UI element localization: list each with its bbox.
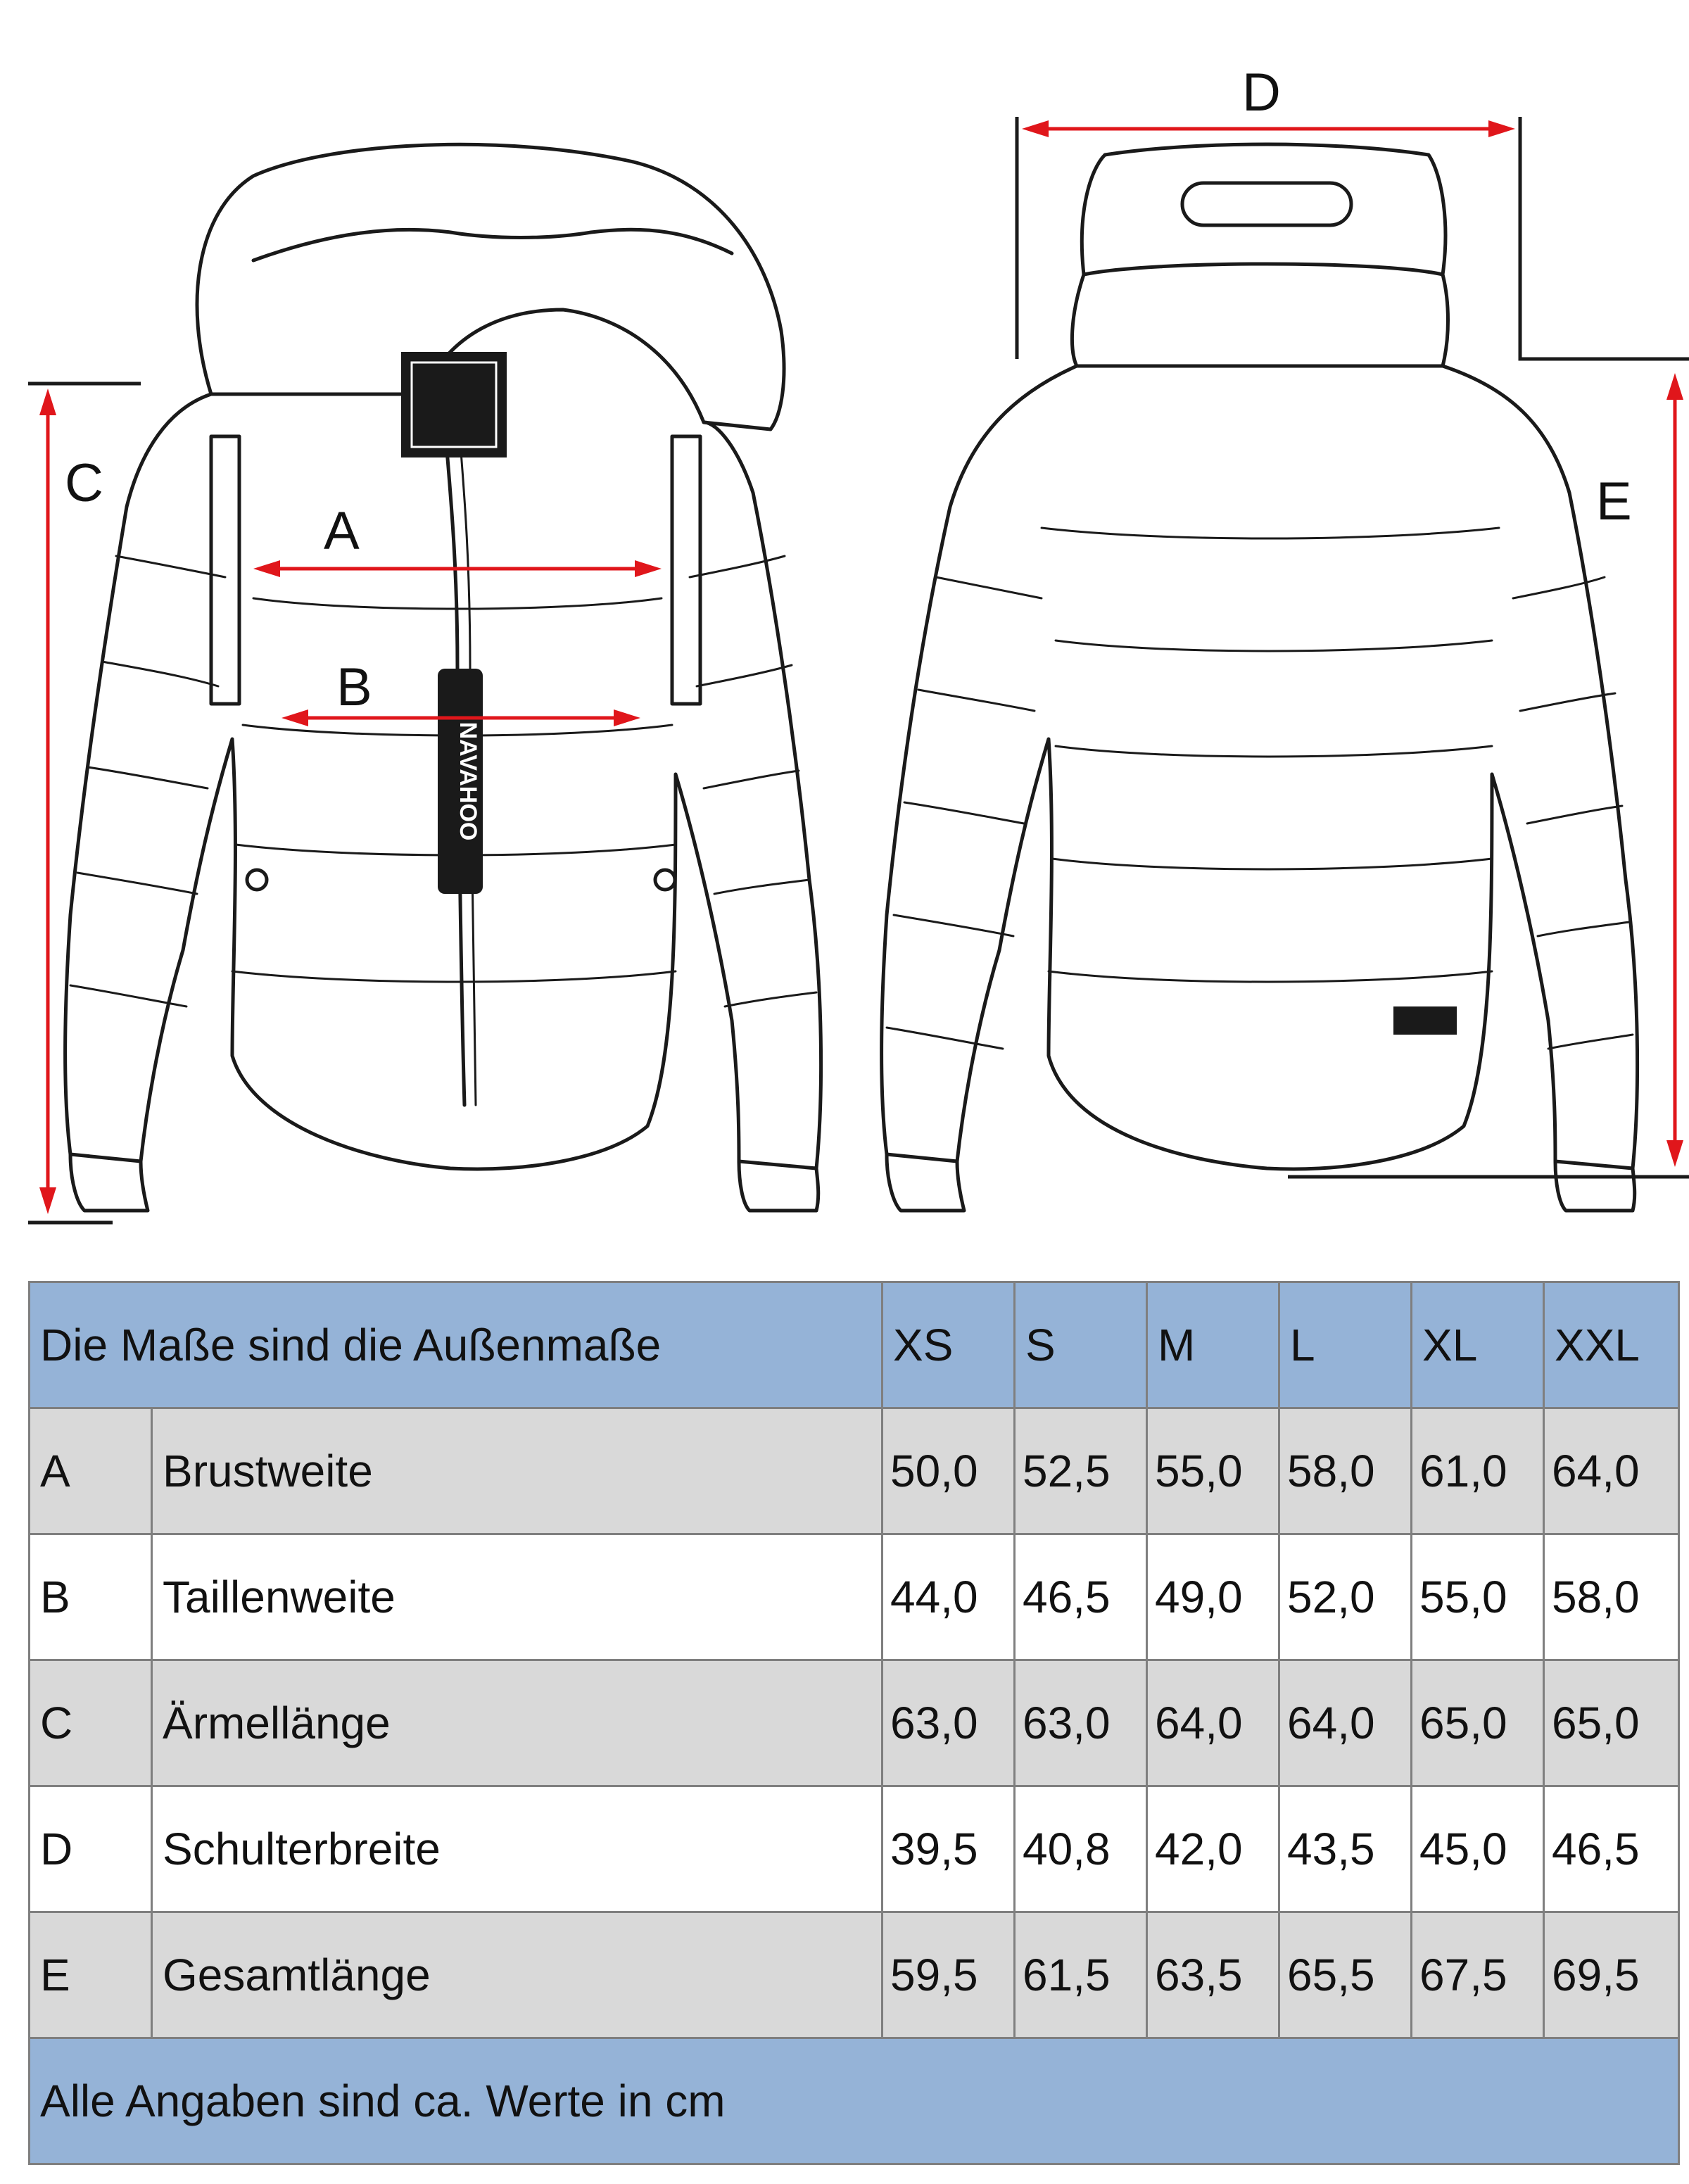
- row-value: 65,0: [1543, 1659, 1680, 1787]
- row-value: 52,5: [1013, 1407, 1148, 1535]
- size-header-m: M: [1146, 1281, 1280, 1409]
- table-row: E Gesamtlänge 59,5 61,5 63,5 65,5 67,5 6…: [28, 1911, 1680, 2039]
- size-header-xxl: XXL: [1543, 1281, 1680, 1409]
- label-e: E: [1596, 472, 1632, 531]
- row-name: Schulterbreite: [151, 1785, 883, 1913]
- right-snap-button-icon: [653, 868, 677, 892]
- label-b: B: [336, 657, 372, 717]
- row-code: D: [28, 1785, 153, 1913]
- label-d: D: [1242, 63, 1281, 122]
- table-footer-row: Alle Angaben sind ca. Werte in cm: [28, 2037, 1680, 2165]
- label-a: A: [324, 501, 360, 561]
- row-value: 65,5: [1278, 1911, 1412, 2039]
- jacket-back-view: [880, 142, 1640, 1213]
- size-header-xl: XL: [1410, 1281, 1545, 1409]
- row-value: 55,0: [1410, 1533, 1545, 1661]
- row-code: E: [28, 1911, 153, 2039]
- jacket-front-view: NAVAHOO: [63, 142, 823, 1213]
- row-value: 64,0: [1543, 1407, 1680, 1535]
- row-value: 63,5: [1146, 1911, 1280, 2039]
- row-value: 55,0: [1146, 1407, 1280, 1535]
- measurement-guides: C A B D E: [28, 63, 1689, 1225]
- row-value: 63,0: [1013, 1659, 1148, 1787]
- row-value: 63,0: [881, 1659, 1016, 1787]
- row-value: 50,0: [881, 1407, 1016, 1535]
- row-name: Taillenweite: [151, 1533, 883, 1661]
- jacket-measurement-diagram: NAVAHOO: [28, 63, 1689, 1225]
- size-header-l: L: [1278, 1281, 1412, 1409]
- row-code: B: [28, 1533, 153, 1661]
- size-chart-table: Die Maße sind die Außenmaße XS S M L XL …: [28, 1281, 1680, 2165]
- row-value: 61,0: [1410, 1407, 1545, 1535]
- header-label: Die Maße sind die Außenmaße: [28, 1281, 883, 1409]
- row-value: 46,5: [1543, 1785, 1680, 1913]
- row-value: 40,8: [1013, 1785, 1148, 1913]
- chest-badge-icon: [401, 352, 507, 457]
- row-value: 58,0: [1543, 1533, 1680, 1661]
- row-value: 58,0: [1278, 1407, 1412, 1535]
- hanger-loop-icon: [1180, 181, 1353, 227]
- row-code: A: [28, 1407, 153, 1535]
- size-header-s: S: [1013, 1281, 1148, 1409]
- row-value: 64,0: [1146, 1659, 1280, 1787]
- left-snap-button-icon: [245, 868, 269, 892]
- row-value: 61,5: [1013, 1911, 1148, 2039]
- row-value: 69,5: [1543, 1911, 1680, 2039]
- table-row: B Taillenweite 44,0 46,5 49,0 52,0 55,0 …: [28, 1533, 1680, 1661]
- row-value: 45,0: [1410, 1785, 1545, 1913]
- row-value: 46,5: [1013, 1533, 1148, 1661]
- label-c: C: [65, 453, 103, 513]
- row-value: 59,5: [881, 1911, 1016, 2039]
- row-value: 39,5: [881, 1785, 1016, 1913]
- row-value: 67,5: [1410, 1911, 1545, 2039]
- row-value: 52,0: [1278, 1533, 1412, 1661]
- row-value: 42,0: [1146, 1785, 1280, 1913]
- table-header-row: Die Maße sind die Außenmaße XS S M L XL …: [28, 1281, 1680, 1409]
- row-code: C: [28, 1659, 153, 1787]
- footer-note: Alle Angaben sind ca. Werte in cm: [28, 2037, 1680, 2165]
- row-name: Gesamtlänge: [151, 1911, 883, 2039]
- row-name: Brustweite: [151, 1407, 883, 1535]
- table-row: D Schulterbreite 39,5 40,8 42,0 43,5 45,…: [28, 1785, 1680, 1913]
- row-value: 43,5: [1278, 1785, 1412, 1913]
- row-value: 49,0: [1146, 1533, 1280, 1661]
- size-header-xs: XS: [881, 1281, 1016, 1409]
- left-strap: [209, 434, 241, 706]
- zip-pull-tab: [438, 669, 483, 894]
- right-strap: [670, 434, 702, 706]
- row-value: 44,0: [881, 1533, 1016, 1661]
- back-badge-icon: [1393, 1006, 1457, 1035]
- row-value: 65,0: [1410, 1659, 1545, 1787]
- table-row: C Ärmellänge 63,0 63,0 64,0 64,0 65,0 65…: [28, 1659, 1680, 1787]
- row-value: 64,0: [1278, 1659, 1412, 1787]
- row-name: Ärmellänge: [151, 1659, 883, 1787]
- zip-brand-text: NAVAHOO: [455, 722, 481, 841]
- table-row: A Brustweite 50,0 52,5 55,0 58,0 61,0 64…: [28, 1407, 1680, 1535]
